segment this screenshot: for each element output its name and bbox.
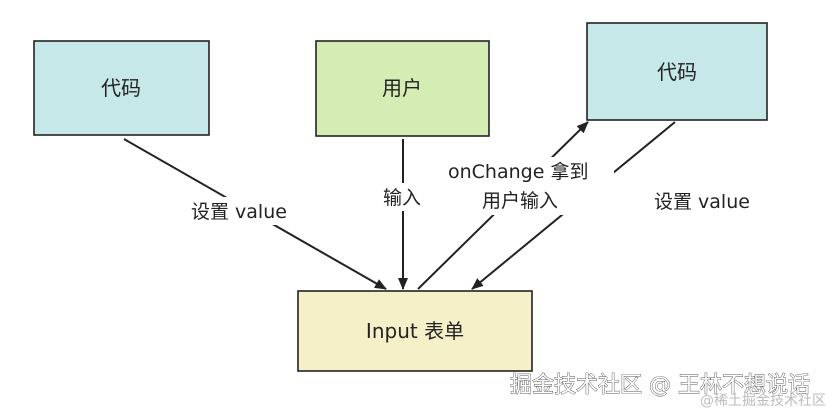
edge-label-bg-on-change [444,157,614,215]
node-code-left-box [33,40,210,136]
edge-label-bg-set-value-right [650,187,766,215]
edge-label-on-change-line2: 用户输入 [482,190,558,212]
edge-label-set-value-left: 设置 value [191,201,287,223]
watermark-ghost: @稀土掘金技术社区 [700,393,826,409]
node-code-right-label: 代码 [657,60,697,84]
node-input-form-label: Input 表单 [366,319,464,343]
node-code-right-box [586,22,768,121]
node-user: 用户 [315,40,490,137]
edge-label-on-change-line1: onChange 拿到 [448,160,588,183]
node-input-form-box [297,290,533,372]
edge-label-bg-set-value-left [186,197,302,225]
node-code-right: 代码 [586,22,768,121]
node-code-left: 代码 [33,40,210,136]
edge-label-bg-user-input [380,183,428,211]
watermark-main: 掘金技术社区 @ 王林不想说话 [510,373,810,398]
node-input-form: Input 表单 [297,290,533,372]
edge-label-user-input: 输入 [383,187,421,209]
edge-label-set-value-right: 设置 value [654,191,750,213]
node-code-left-label: 代码 [101,76,141,100]
node-user-label: 用户 [382,76,422,100]
node-user-box [315,40,490,137]
